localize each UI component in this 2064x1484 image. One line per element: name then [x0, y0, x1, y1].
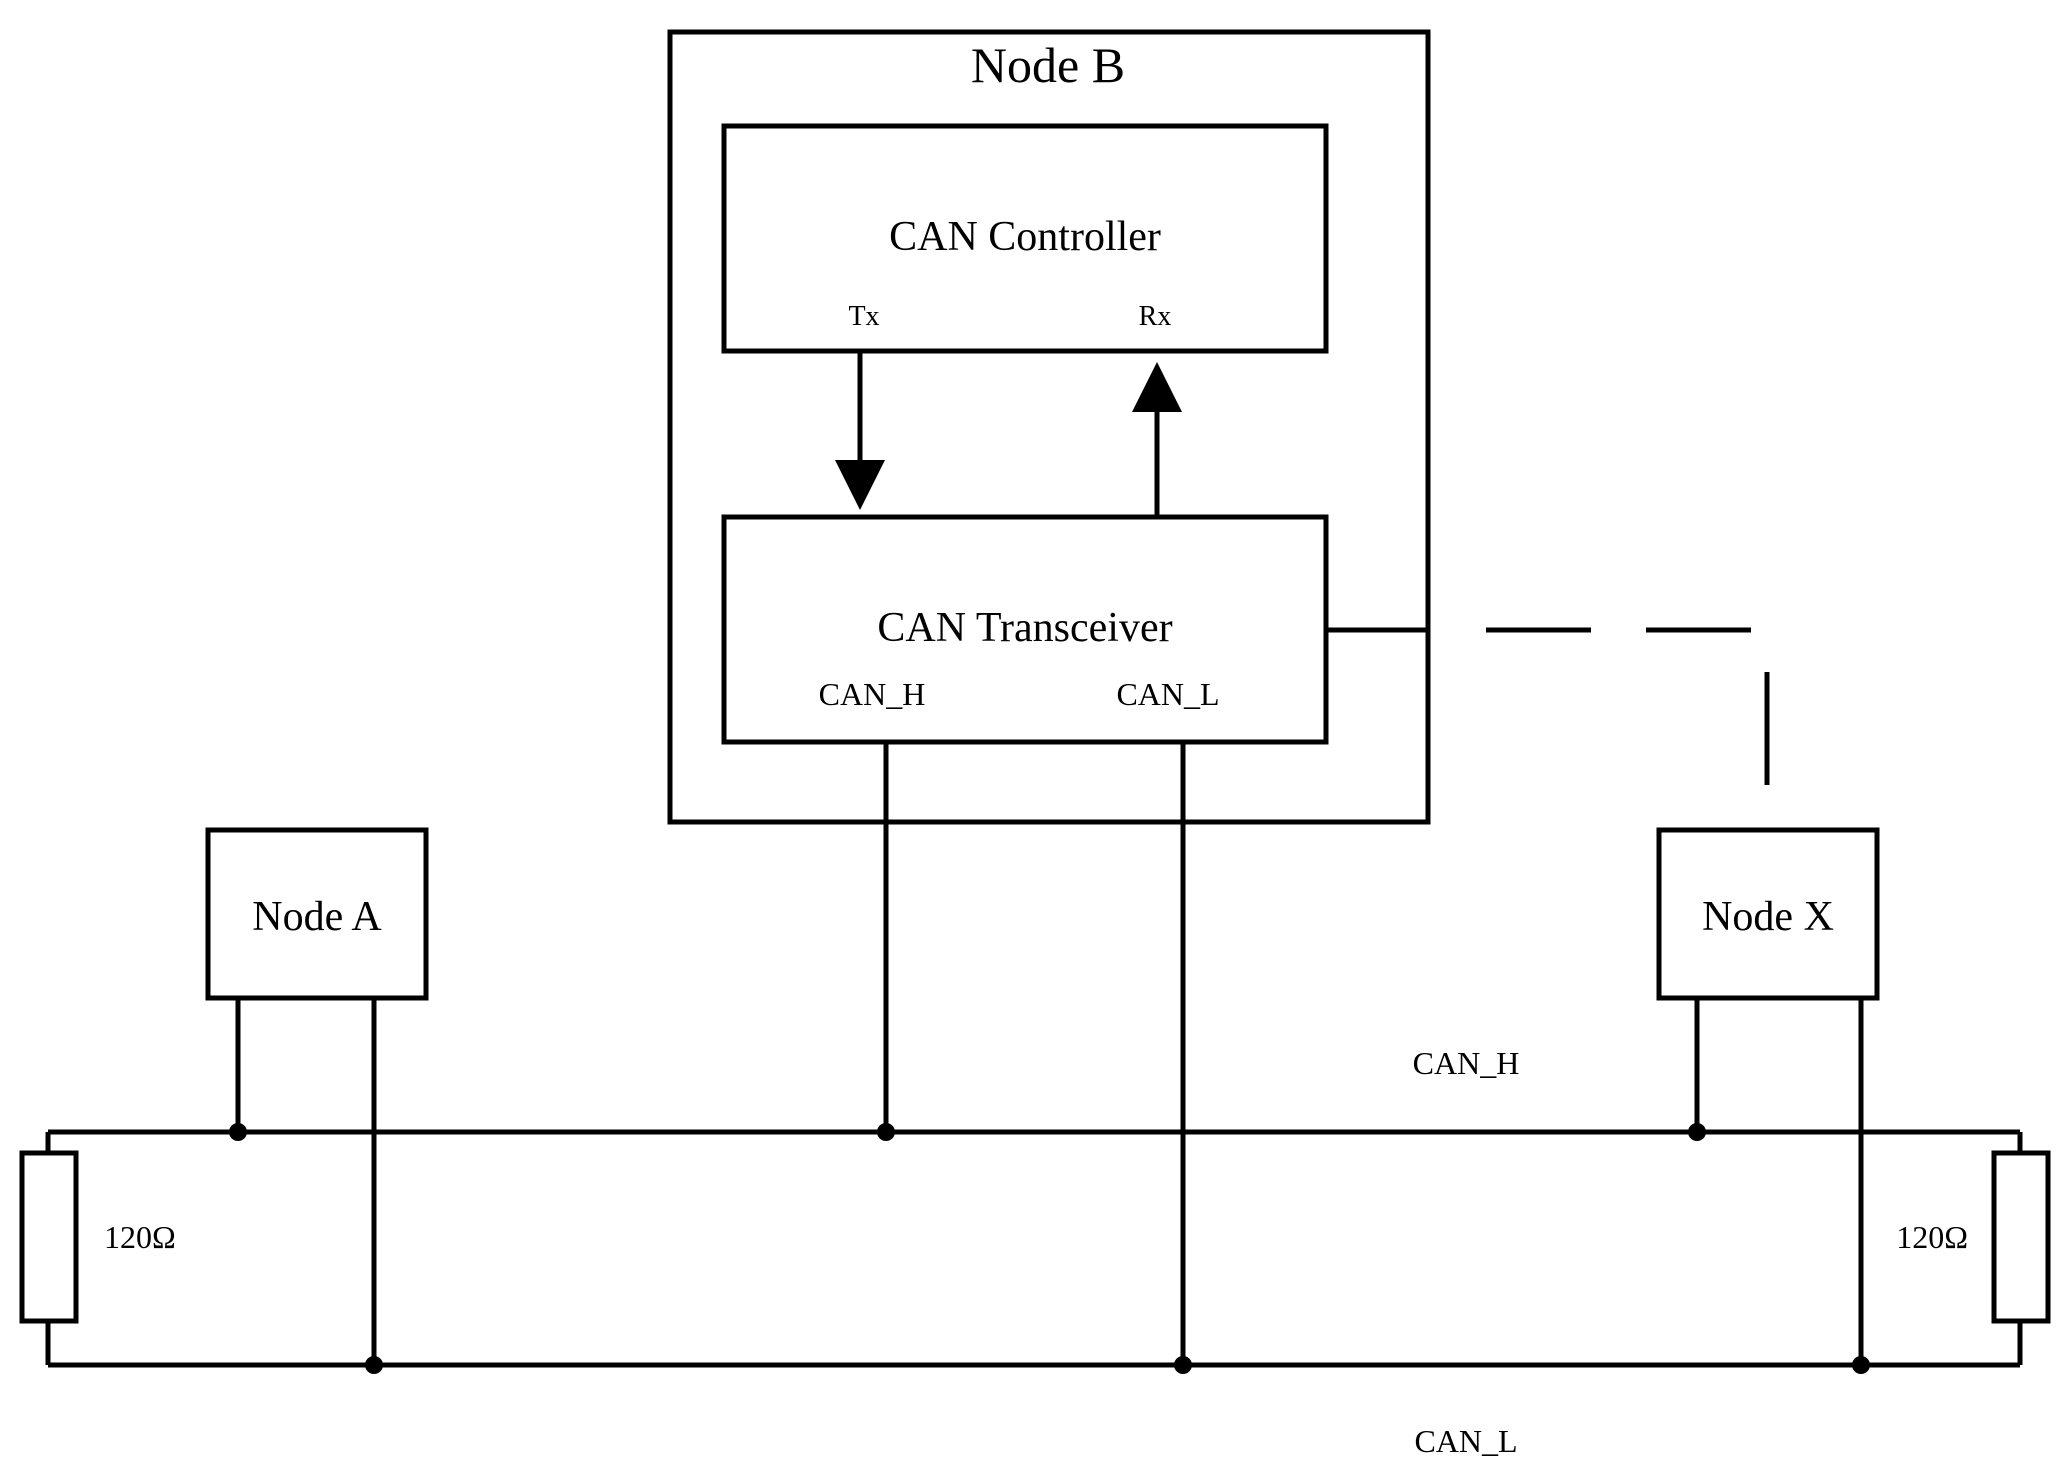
junction-dot: [229, 1123, 247, 1141]
junction-dot: [1688, 1123, 1706, 1141]
bus-can-l-label: CAN_L: [1414, 1423, 1517, 1459]
transceiver-can-h-label: CAN_H: [819, 676, 926, 712]
right-resistor-label: 120Ω: [1896, 1219, 1968, 1255]
node-a-label: Node A: [252, 894, 382, 940]
bus-can-h-label: CAN_H: [1413, 1045, 1520, 1081]
rx-label: Rx: [1139, 301, 1172, 332]
can-controller-box: [721, 123, 1329, 354]
junction-dot: [877, 1123, 895, 1141]
can-transceiver-box: [721, 514, 1329, 745]
junction-dot: [365, 1356, 383, 1374]
node-x-label: Node X: [1702, 894, 1834, 940]
left-resistor-label: 120Ω: [104, 1219, 176, 1255]
junction-dot: [1852, 1356, 1870, 1374]
can-transceiver-label: CAN Transceiver: [877, 605, 1172, 651]
node-x-box: [1656, 827, 1880, 1001]
junction-dot: [1174, 1356, 1192, 1374]
tx-label: Tx: [848, 301, 879, 332]
node-a-box: [205, 827, 429, 1001]
transceiver-can-l-label: CAN_L: [1116, 676, 1219, 712]
right-resistor: [1991, 1150, 2051, 1324]
left-resistor: [19, 1150, 79, 1324]
node-b-title: Node B: [971, 37, 1125, 93]
can-controller-label: CAN Controller: [889, 214, 1161, 260]
